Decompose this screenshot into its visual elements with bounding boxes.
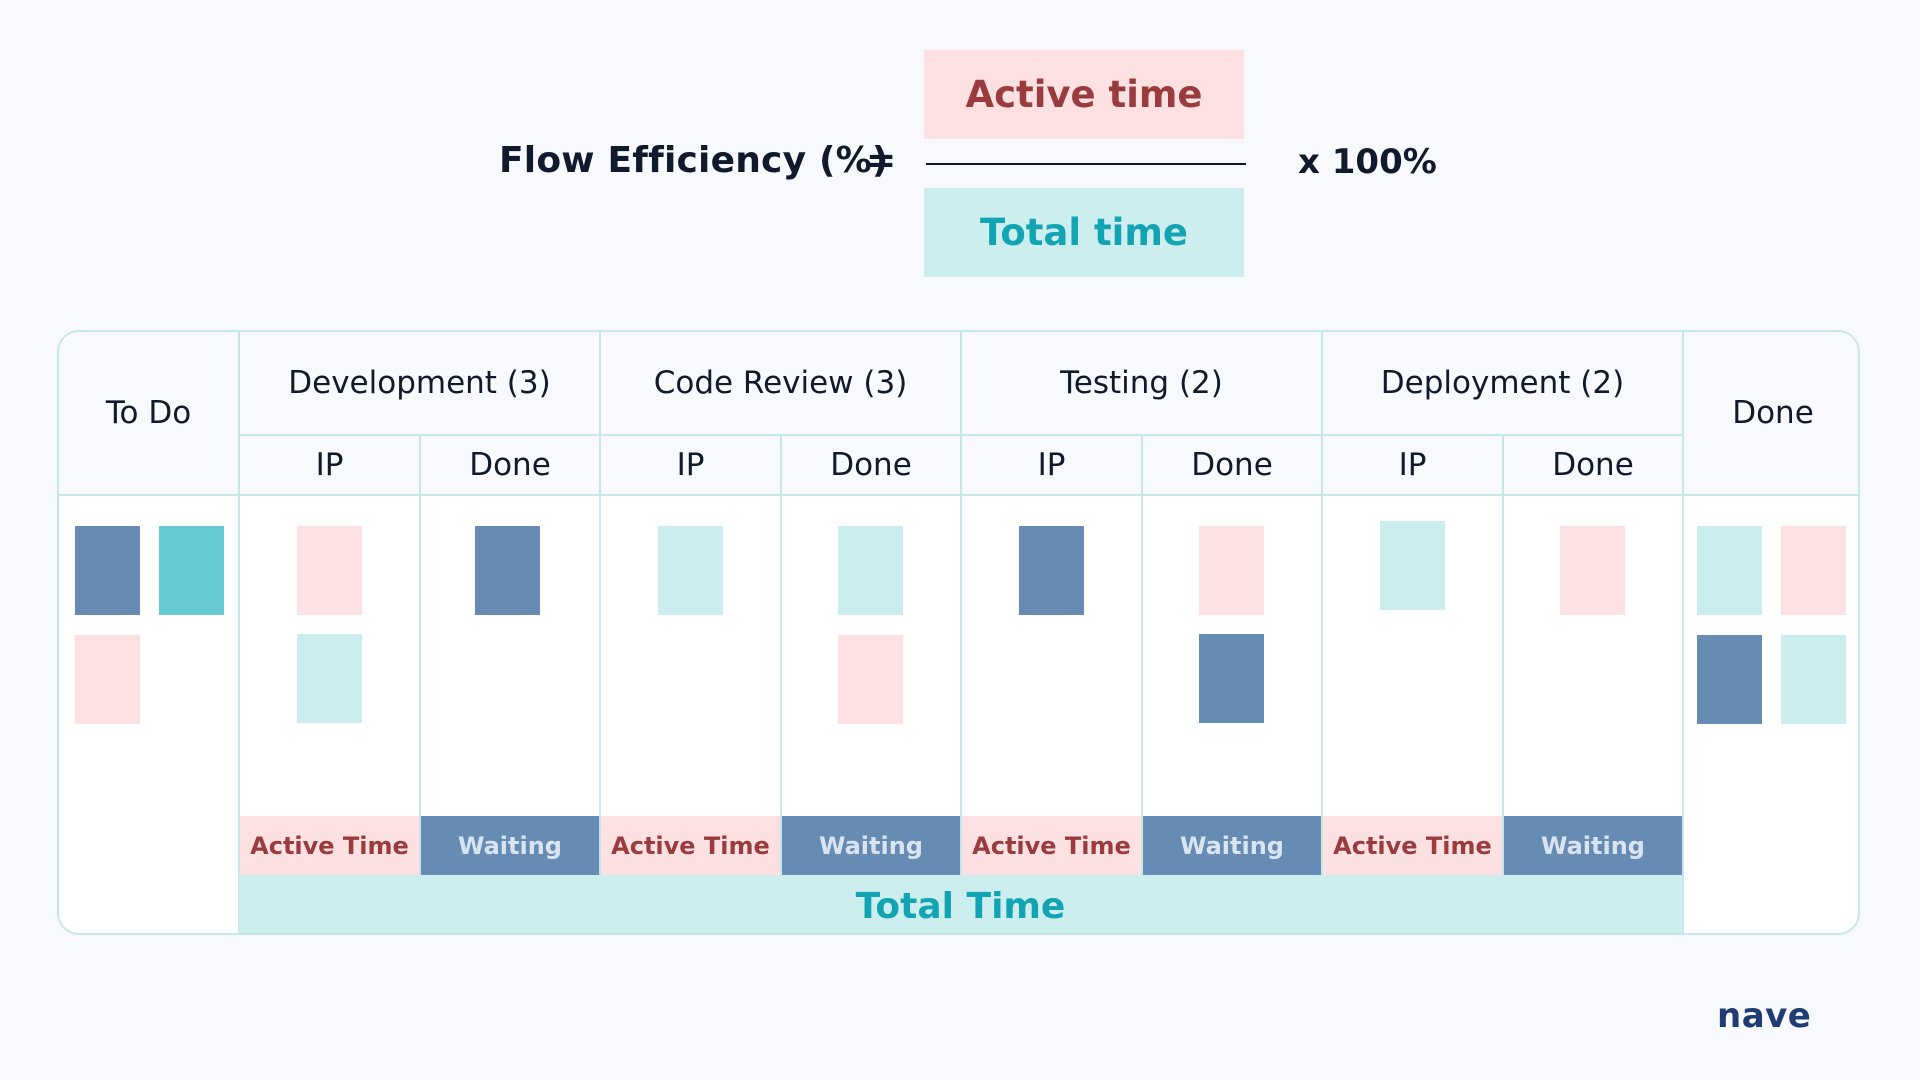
subcolumn-header-ip: IP (1398, 447, 1427, 483)
subcolumn-divider (1502, 434, 1504, 875)
fraction-line (926, 163, 1246, 165)
formula-denominator: Total time (924, 188, 1244, 277)
task-card[interactable] (75, 635, 140, 724)
formula-numerator: Active time (924, 50, 1244, 139)
column-header-todo: To Do (105, 395, 192, 431)
formula-label: Flow Efficiency (%) (499, 140, 889, 181)
subcolumn-header-ip: IP (1037, 447, 1066, 483)
task-card[interactable] (838, 526, 903, 615)
waiting-tag: Waiting (421, 816, 599, 875)
subcolumn-header-done: Done (830, 447, 912, 483)
task-card[interactable] (475, 526, 540, 615)
column-header-code-review: Code Review (3) (653, 365, 908, 401)
formula-multiplier: x 100% (1298, 142, 1437, 182)
task-card[interactable] (1697, 526, 1762, 615)
task-card[interactable] (1019, 526, 1084, 615)
column-divider (238, 332, 240, 933)
active-time-tag: Active Time (962, 816, 1141, 875)
task-card[interactable] (297, 634, 362, 723)
task-card[interactable] (297, 526, 362, 615)
total-time-bar: Total Time (239, 875, 1682, 933)
subcolumn-header-ip: IP (676, 447, 705, 483)
subcolumn-header-ip: IP (315, 447, 344, 483)
active-time-tag: Active Time (240, 816, 419, 875)
task-card[interactable] (1199, 634, 1264, 723)
formula-equals: = (866, 140, 897, 181)
active-time-tag: Active Time (1323, 816, 1502, 875)
subcolumn-header-done: Done (469, 447, 551, 483)
task-card[interactable] (838, 635, 903, 724)
waiting-tag: Waiting (1143, 816, 1321, 875)
column-divider (1321, 332, 1323, 933)
header-divider (59, 494, 1858, 496)
column-header-deployment: Deployment (2) (1380, 365, 1625, 401)
task-card[interactable] (658, 526, 723, 615)
task-card[interactable] (75, 526, 140, 615)
column-divider (1682, 332, 1684, 933)
task-card[interactable] (1199, 526, 1264, 615)
task-card[interactable] (1380, 521, 1445, 610)
waiting-tag: Waiting (782, 816, 960, 875)
subcolumn-header-done: Done (1191, 447, 1273, 483)
task-card[interactable] (1697, 635, 1762, 724)
subcolumn-header-done: Done (1552, 447, 1634, 483)
subcolumn-divider (419, 434, 421, 875)
subcolumn-divider (1141, 434, 1143, 875)
task-card[interactable] (1781, 526, 1846, 615)
column-divider (960, 332, 962, 933)
task-card[interactable] (1560, 526, 1625, 615)
subcolumn-divider (780, 434, 782, 875)
active-time-tag: Active Time (601, 816, 780, 875)
task-card[interactable] (1781, 635, 1846, 724)
board-header-area (59, 332, 1858, 496)
column-header-testing: Testing (2) (1060, 365, 1223, 401)
column-divider (599, 332, 601, 933)
task-card[interactable] (159, 526, 224, 615)
kanban-board: To Do Development (3) Code Review (3) Te… (57, 330, 1860, 935)
column-header-done: Done (1732, 395, 1814, 431)
nave-logo: nave (1717, 996, 1812, 1036)
column-header-development: Development (3) (288, 365, 551, 401)
waiting-tag: Waiting (1504, 816, 1682, 875)
